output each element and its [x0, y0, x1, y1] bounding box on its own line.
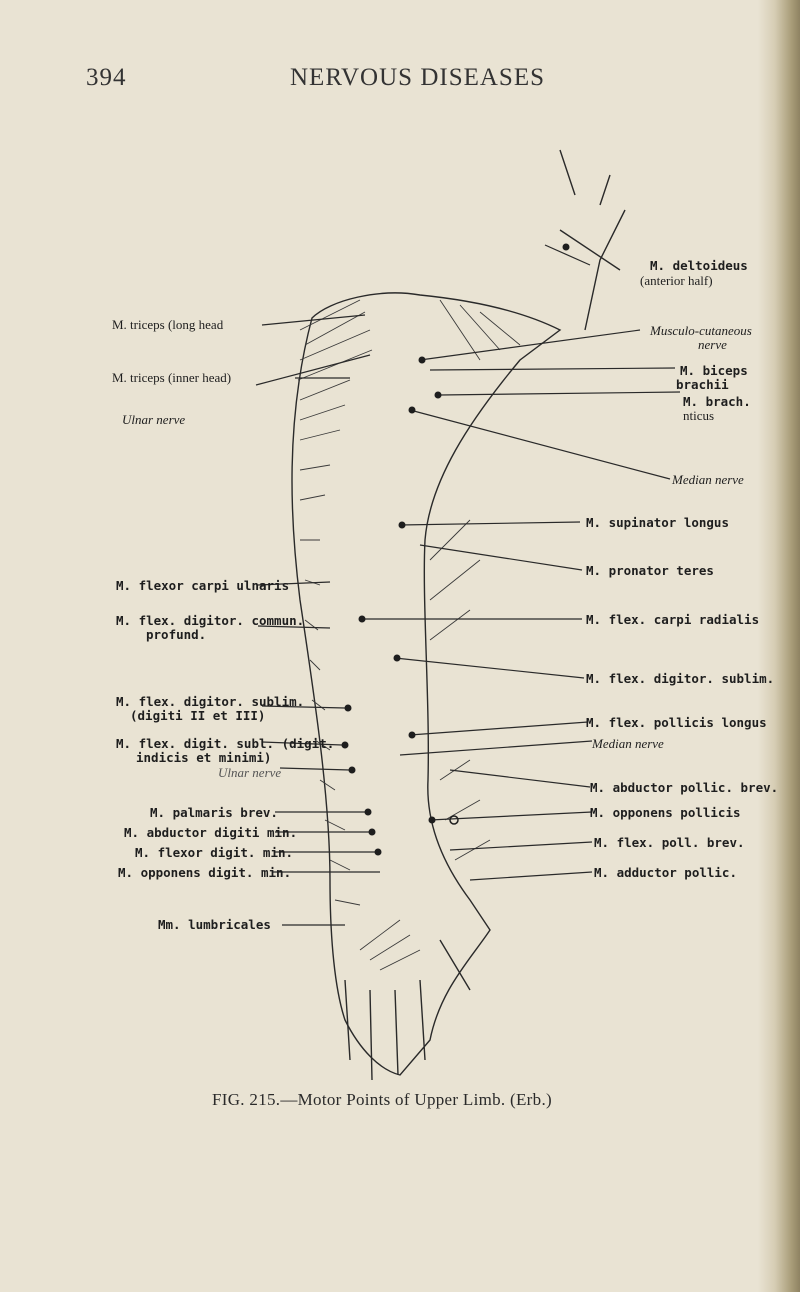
- motor-point-dots: [341, 243, 570, 856]
- label-flex-digit-subl: M. flex. digit. subl. (digit.: [116, 736, 335, 751]
- label-adductor-pollic: M. adductor pollic.: [594, 865, 737, 880]
- label-musculo-cutaneous: Musculo-cutaneous: [650, 323, 752, 338]
- page-edge-shadow: [758, 0, 800, 1292]
- label-flex-carpi-radialis: M. flex. carpi radialis: [586, 612, 760, 627]
- label-ulnar-nerve-upper: Ulnar nerve: [122, 412, 186, 427]
- label-musculo-nerve: nerve: [698, 337, 727, 352]
- label-flexor-digit-min: M. flexor digit. min.: [135, 845, 294, 860]
- arm-outline: [291, 292, 562, 1076]
- label-median-nerve-upper: Median nerve: [672, 472, 744, 487]
- label-flex-digitor-commun: M. flex. digitor. commun.: [116, 613, 305, 628]
- label-flexor-carpi-ulnaris: M. flexor carpi ulnaris: [116, 578, 290, 593]
- label-abductor-pollic-brev: M. abductor pollic. brev.: [590, 780, 779, 795]
- label-deltoideus: M. deltoideus: [650, 258, 748, 273]
- running-title: NERVOUS DISEASES: [290, 64, 546, 91]
- label-brachii: brachii: [676, 377, 729, 392]
- plexus-lines: [559, 149, 626, 331]
- label-abductor-digiti-min: M. abductor digiti min.: [124, 825, 298, 840]
- label-opponens-digit-min: M. opponens digit. min.: [118, 865, 292, 880]
- label-opponens-pollicis: M. opponens pollicis: [590, 805, 741, 820]
- label-flex-digitor-sublim-right: M. flex. digitor. sublim.: [586, 671, 775, 686]
- label-flex-digitor-commun-2: profund.: [146, 627, 207, 642]
- motor-point-ring: [449, 815, 459, 825]
- label-nticus: nticus: [683, 408, 715, 423]
- muscle-hatching: [297, 299, 521, 971]
- label-anterior-half: (anterior half): [640, 273, 713, 288]
- label-pronator-teres: M. pronator teres: [586, 563, 714, 578]
- finger-outlines: [344, 939, 471, 1081]
- figure-caption: FIG. 215.—Motor Points of Upper Limb. (E…: [212, 1090, 552, 1109]
- label-flex-pollicis-longus: M. flex. pollicis longus: [586, 715, 767, 730]
- label-flex-digitor-sublim-left: M. flex. digitor. sublim.: [116, 694, 305, 709]
- label-lumbricales: Mm. lumbricales: [158, 917, 271, 932]
- label-ulnar-nerve-lower: Ulnar nerve: [218, 765, 282, 780]
- label-palmaris-brev: M. palmaris brev.: [150, 805, 278, 820]
- label-supinator-longus: M. supinator longus: [586, 515, 729, 530]
- label-triceps-inner-head: M. triceps (inner head): [112, 370, 232, 385]
- left-leader-lines: [255, 314, 380, 926]
- label-biceps: M. biceps: [680, 363, 748, 378]
- label-median-nerve-lower: Median nerve: [592, 736, 664, 751]
- label-digiti-ii-iii: (digiti II et III): [130, 708, 266, 723]
- label-flex-poll-brev: M. flex. poll. brev.: [594, 835, 745, 850]
- page-number: 394: [86, 64, 127, 91]
- right-leader-lines: [360, 244, 681, 881]
- label-brach-anticus: M. brach.: [683, 394, 751, 409]
- label-triceps-long-head: M. triceps (long head: [112, 317, 224, 332]
- label-indicis-minimi: indicis et minimi): [136, 750, 272, 765]
